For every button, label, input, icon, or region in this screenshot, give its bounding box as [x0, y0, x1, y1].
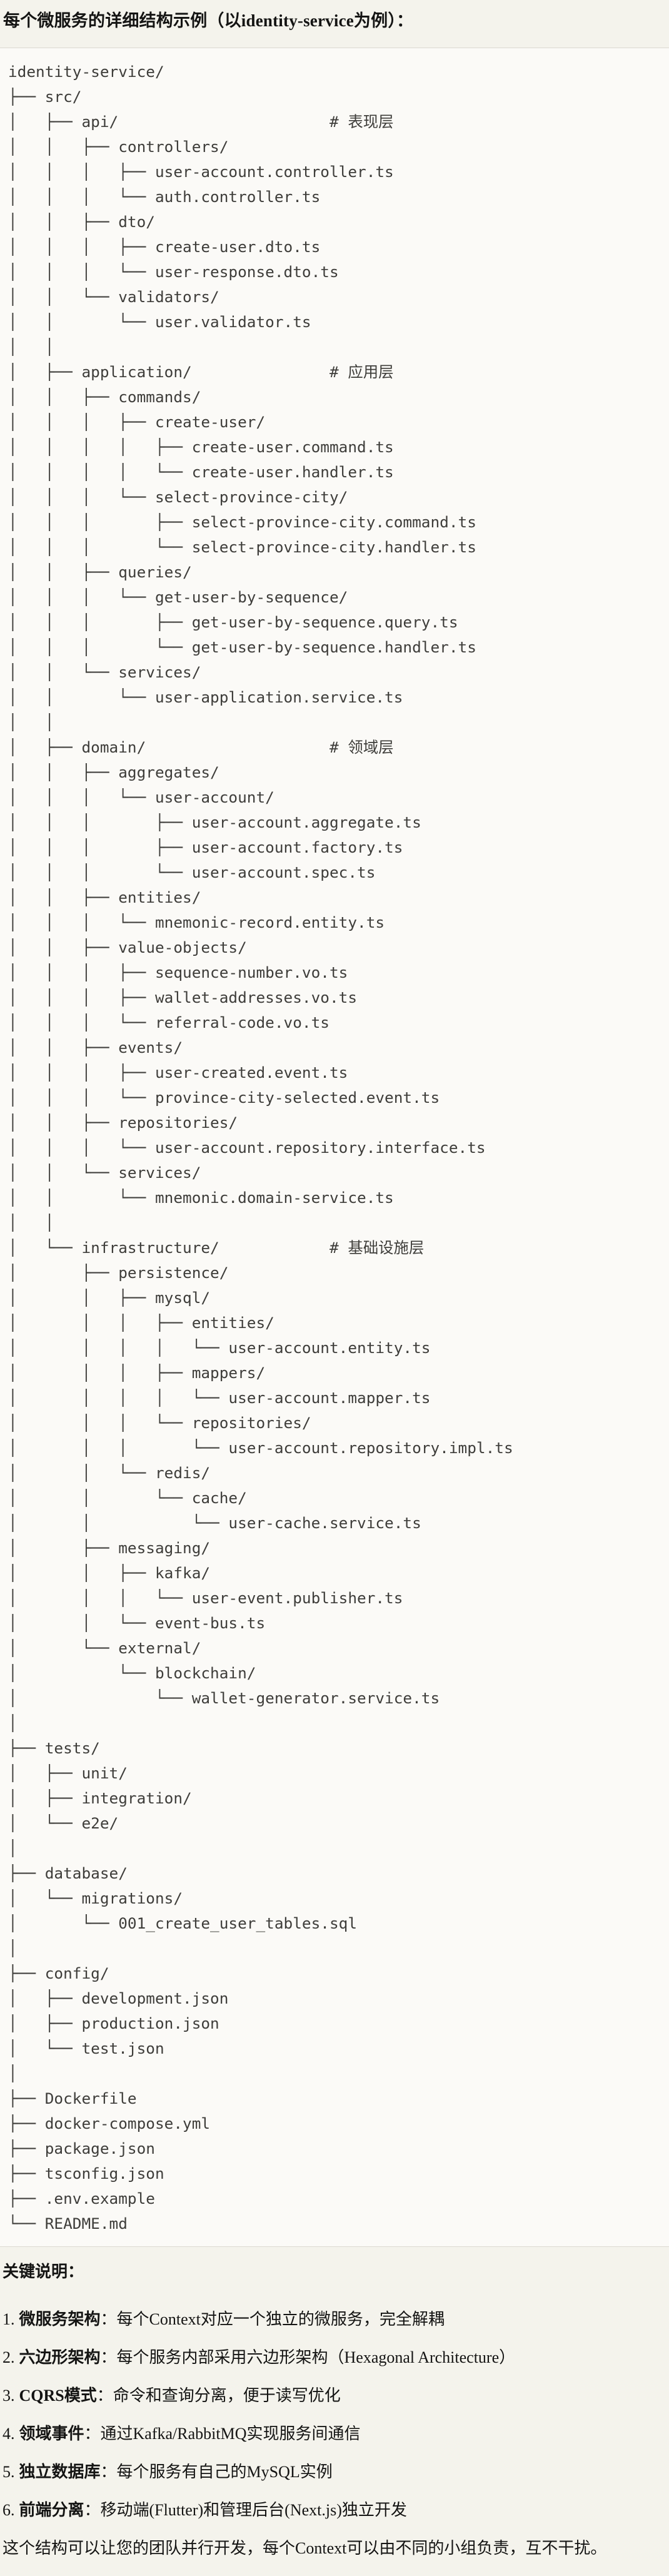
- note-number: 5.: [3, 2463, 15, 2481]
- note-number: 1.: [3, 2310, 15, 2328]
- note-desc: ：每个Context对应一个独立的微服务，完全解耦: [100, 2310, 445, 2328]
- page-title: 每个微服务的详细结构示例（以identity-service为例）：: [3, 11, 414, 30]
- note-desc: ：每个服务有自己的MySQL实例: [100, 2463, 333, 2481]
- closing-paragraph: 这个结构可以让您的团队并行开发，每个Context可以由不同的小组负责，互不干扰…: [3, 2539, 607, 2557]
- note-term: 领域事件: [19, 2425, 84, 2443]
- note-desc: ：通过Kafka/RabbitMQ实现服务间通信: [84, 2425, 361, 2443]
- note-term: 前端分离: [19, 2501, 84, 2519]
- code-block: identity-service/ ├── src/ │ ├── api/ # …: [0, 48, 669, 2247]
- note-number: 2.: [3, 2348, 15, 2366]
- note-term: 独立数据库: [19, 2463, 101, 2481]
- note-term: 六边形架构: [19, 2348, 101, 2366]
- note-desc: ：每个服务内部采用六边形架构（Hexagonal Architecture）: [100, 2348, 516, 2366]
- note-item-4: 4.领域事件：通过Kafka/RabbitMQ实现服务间通信: [3, 2423, 659, 2445]
- note-term: CQRS模式: [19, 2386, 97, 2405]
- note-term: 微服务架构: [19, 2310, 101, 2328]
- key-notes-heading: 关键说明：: [3, 2263, 84, 2281]
- key-notes-section: 关键说明： 1.微服务架构：每个Context对应一个独立的微服务，完全解耦 2…: [0, 2261, 669, 2576]
- note-number: 4.: [3, 2425, 15, 2443]
- note-item-1: 1.微服务架构：每个Context对应一个独立的微服务，完全解耦: [3, 2308, 659, 2331]
- note-item-6: 6.前端分离：移动端(Flutter)和管理后台(Next.js)独立开发: [3, 2499, 659, 2522]
- note-number: 6.: [3, 2501, 15, 2519]
- note-desc: ：命令和查询分离，便于读写优化: [96, 2386, 341, 2405]
- note-number: 3.: [3, 2386, 15, 2405]
- note-desc: ：移动端(Flutter)和管理后台(Next.js)独立开发: [84, 2501, 407, 2519]
- note-item-2: 2.六边形架构：每个服务内部采用六边形架构（Hexagonal Architec…: [3, 2346, 659, 2369]
- note-item-5: 5.独立数据库：每个服务有自己的MySQL实例: [3, 2461, 659, 2483]
- note-item-3: 3.CQRS模式：命令和查询分离，便于读写优化: [3, 2385, 659, 2407]
- directory-tree: identity-service/ ├── src/ │ ├── api/ # …: [8, 63, 513, 2233]
